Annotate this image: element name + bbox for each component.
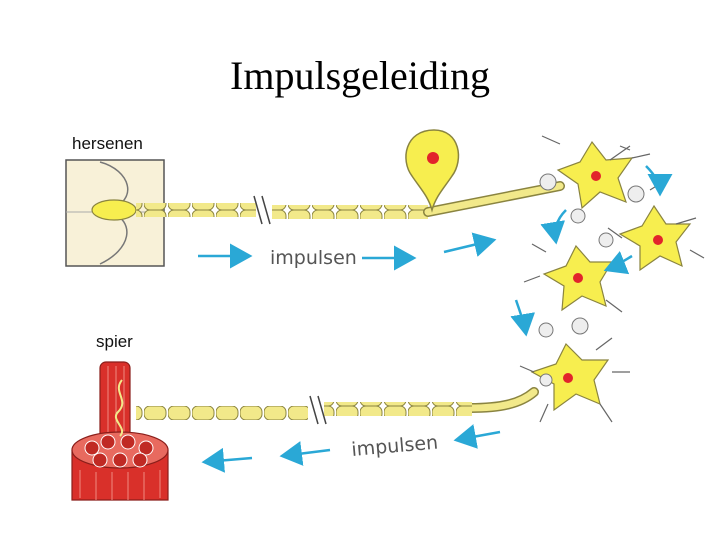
relay-direction-arrows xyxy=(510,165,673,337)
sensory-neuron-body xyxy=(405,129,460,213)
neuron-4 xyxy=(530,342,610,412)
title-text: Impulsgeleiding xyxy=(230,53,490,98)
relay-neurons xyxy=(519,135,705,423)
label-impulses-top: impulsen xyxy=(270,247,357,269)
neuron-3 xyxy=(542,244,614,312)
bottom-axon xyxy=(136,387,539,425)
nucleus-icon xyxy=(427,152,439,164)
top-axon xyxy=(136,181,565,225)
diagram-title: Impulsgeleiding xyxy=(0,52,720,99)
neuron-1 xyxy=(556,140,634,210)
top-impulse-arrows xyxy=(198,232,497,271)
label-muscle: spier xyxy=(96,332,133,351)
bottom-impulse-arrows xyxy=(201,424,501,473)
neuron-2 xyxy=(618,204,692,272)
muscle-fibers xyxy=(71,361,169,501)
label-brain: hersenen xyxy=(72,134,143,153)
label-impulses-bottom: impulsen xyxy=(351,431,439,460)
